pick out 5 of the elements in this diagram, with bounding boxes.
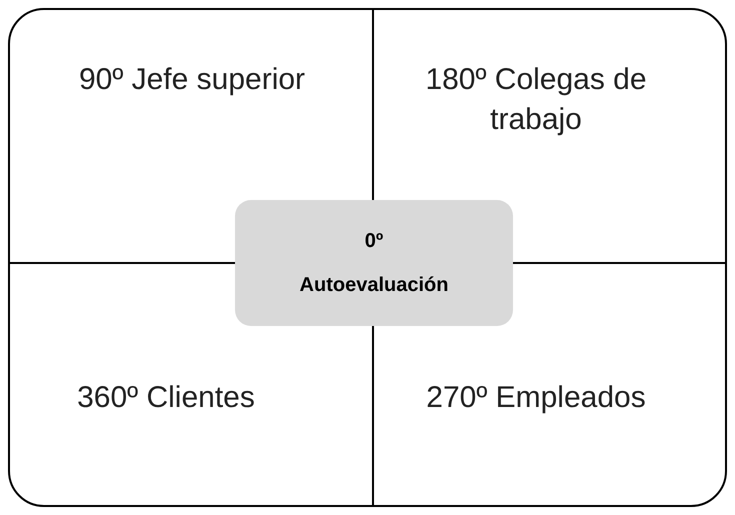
quadrant-label: 360º Clientes bbox=[16, 378, 316, 418]
quadrant-label: 270º Empleados bbox=[411, 378, 661, 418]
center-box: 0º Autoevaluación bbox=[235, 200, 513, 326]
quadrant-label: 90º Jefe superior bbox=[67, 60, 317, 100]
quadrant-label: 180º Colegas de trabajo bbox=[386, 60, 686, 140]
